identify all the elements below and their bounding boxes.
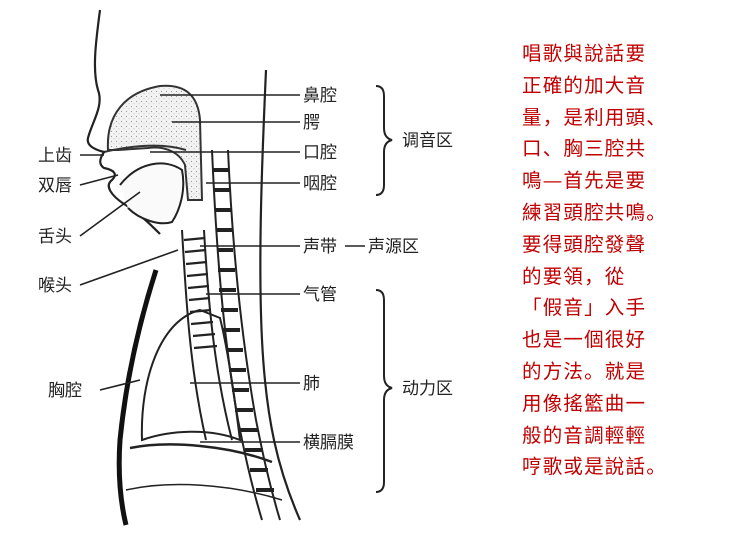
leader-lines-left <box>79 154 179 391</box>
spine-front-line <box>211 149 263 521</box>
label-nasal-cavity: 鼻腔 <box>303 86 337 106</box>
label-power-zone: 动力区 <box>402 379 453 399</box>
spine-vertebrae <box>213 168 274 492</box>
label-upper-teeth: 上齿 <box>38 146 72 166</box>
label-pharynx: 咽腔 <box>303 174 337 194</box>
label-tongue: 舌头 <box>38 227 72 247</box>
label-oral-cavity: 口腔 <box>303 143 337 163</box>
side-paragraph: 唱歌與說話要 正確的加大音 量，是利用頭、 口、胸三腔共 鳴—首先是要 練習頭腔… <box>522 42 667 479</box>
vocal-anatomy-diagram: 鼻腔 腭 口腔 咽腔 声带 气管 肺 横膈膜 调音区 声源区 动力区 上齿 双唇… <box>38 9 453 526</box>
tongue-shape <box>119 162 185 225</box>
head-back-line <box>259 69 302 521</box>
leader-lines-right <box>150 94 365 443</box>
label-diaphragm: 横膈膜 <box>303 433 354 453</box>
face-profile-line <box>86 9 161 235</box>
power-zone-brace <box>375 289 393 493</box>
palate-shape <box>103 144 187 153</box>
resonance-zone-brace <box>375 85 393 196</box>
spine-back-line <box>227 149 281 521</box>
label-lips: 双唇 <box>38 176 72 196</box>
chest-wall-line <box>116 269 159 526</box>
label-vocal-cords: 声带 <box>303 237 337 257</box>
label-lungs: 肺 <box>303 374 320 394</box>
nasal-cavity-shape <box>106 84 204 201</box>
diaphragm-line <box>129 443 273 464</box>
lung-outline <box>140 308 242 442</box>
abdomen-line <box>125 483 283 501</box>
label-larynx: 喉头 <box>38 276 72 296</box>
label-resonance-zone: 调音区 <box>402 131 453 151</box>
label-chest-cavity: 胸腔 <box>48 381 82 401</box>
label-palate: 腭 <box>303 113 320 133</box>
label-trachea: 气管 <box>303 285 337 305</box>
trachea-front-line <box>181 229 207 441</box>
label-source-zone: 声源区 <box>368 237 419 257</box>
